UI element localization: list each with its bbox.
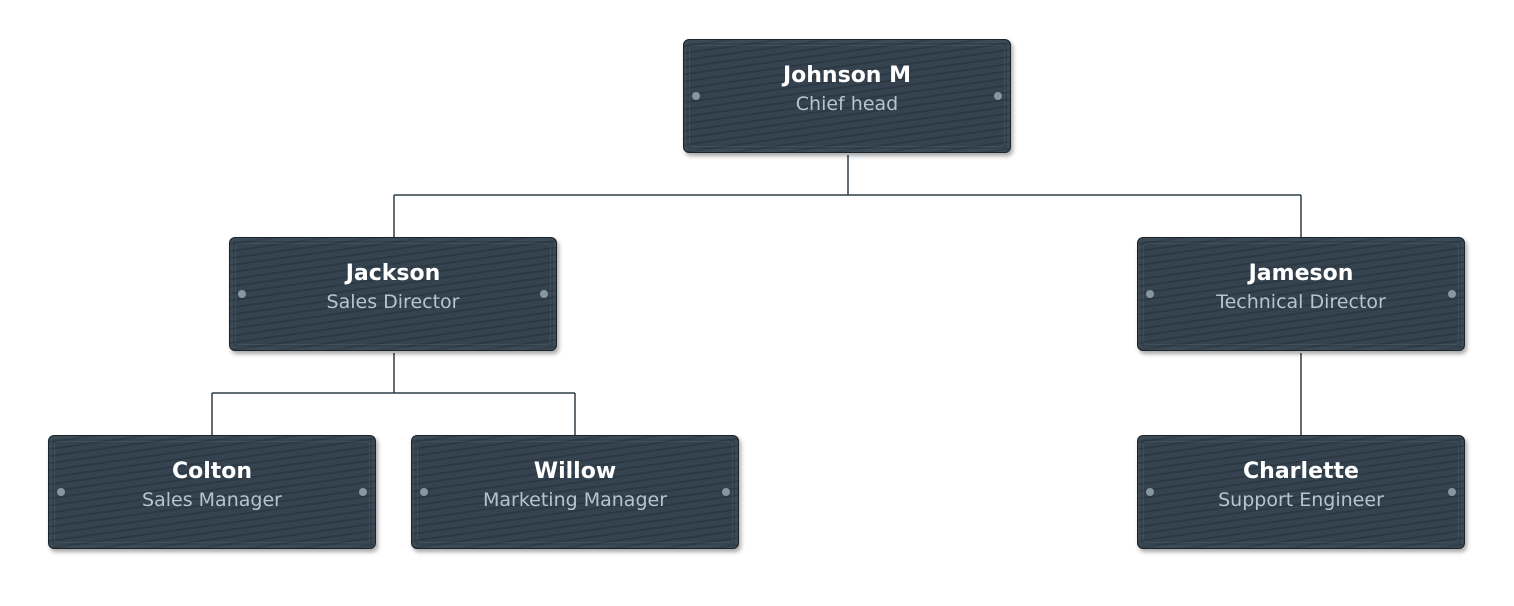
left-port-dot-icon [1146,290,1154,298]
node-inner-frame [1143,441,1459,543]
left-port-dot-icon [692,92,700,100]
right-port-dot-icon [540,290,548,298]
node-charlette[interactable]: Charlette Support Engineer [1137,435,1465,549]
node-name: Jackson [345,261,441,286]
node-title: Technical Director [1216,291,1386,313]
node-title: Sales Manager [142,489,282,511]
node-name: Charlette [1243,459,1359,484]
node-name: Johnson M [782,63,912,88]
node-jameson[interactable]: Jameson Technical Director [1137,237,1465,351]
node-title: Marketing Manager [482,489,668,511]
node-willow[interactable]: Willow Marketing Manager [411,435,739,549]
node-johnson[interactable]: Johnson M Chief head [683,39,1011,153]
connector-johnson-children [393,155,1302,237]
right-port-dot-icon [994,92,1002,100]
node-title: Chief head [795,93,899,115]
node-inner-frame [1143,243,1459,345]
left-port-dot-icon [420,488,428,496]
right-port-dot-icon [1448,290,1456,298]
node-colton[interactable]: Colton Sales Manager [48,435,376,549]
node-name: Colton [171,459,253,484]
connector-jackson-children [211,353,576,435]
node-name: Willow [533,459,617,484]
right-port-dot-icon [359,488,367,496]
node-jackson[interactable]: Jackson Sales Director [229,237,557,351]
right-port-dot-icon [1448,488,1456,496]
node-inner-frame [235,243,551,345]
node-title: Support Engineer [1218,489,1384,511]
left-port-dot-icon [1146,488,1154,496]
node-name: Jameson [1248,261,1354,286]
node-inner-frame [54,441,370,543]
node-inner-frame [417,441,733,543]
left-port-dot-icon [57,488,65,496]
left-port-dot-icon [238,290,246,298]
right-port-dot-icon [722,488,730,496]
node-inner-frame [689,45,1005,147]
node-title: Sales Director [326,291,460,313]
